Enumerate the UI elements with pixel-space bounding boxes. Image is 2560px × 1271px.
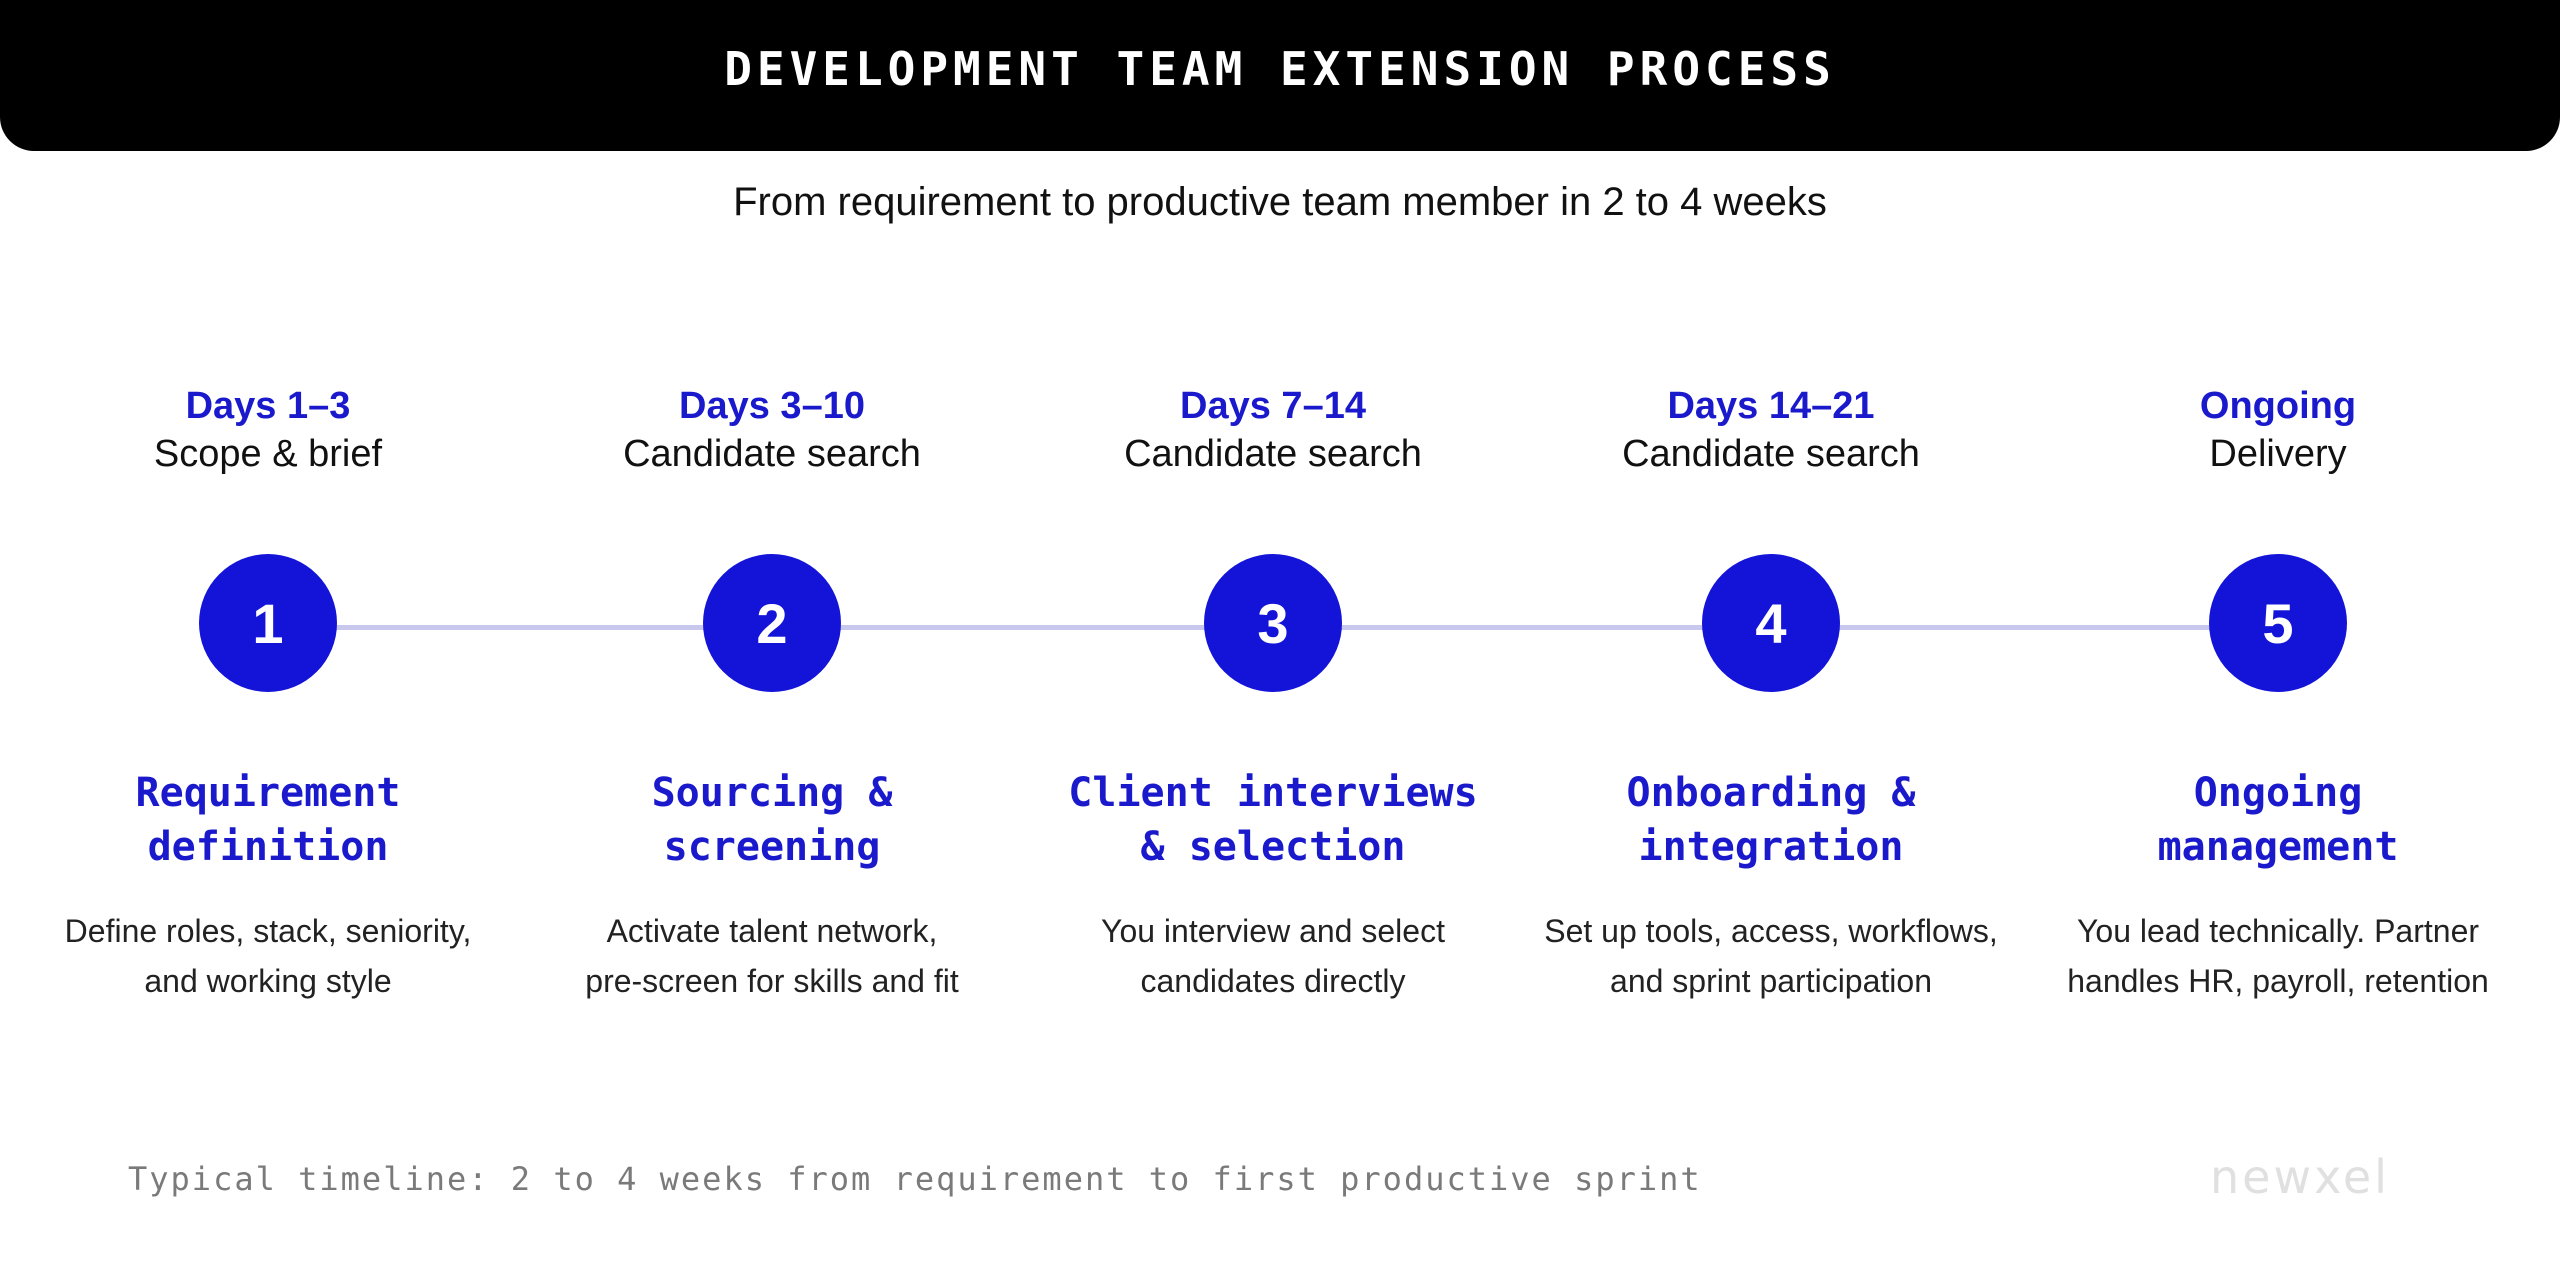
step-days: Days 14–21 [1667,385,1875,427]
step-description: Define roles, stack, seniority, and work… [64,913,472,999]
step-title: Client interviews & selection [1068,770,1478,870]
step-phase: Scope & brief [153,433,383,475]
timeline-footnote: Typical timeline: 2 to 4 weeks from requ… [128,1160,1702,1198]
step-title: Onboarding & integration [1626,770,1916,870]
step-number-badge: 3 [1204,554,1342,692]
step-title: Ongoing management [2157,770,2399,870]
step-days: Ongoing [2199,385,2357,427]
step-title: Requirement definition [135,770,401,870]
step-number-badge: 5 [2209,554,2347,692]
step-days: Days 3–10 [679,385,865,427]
page-title: DEVELOPMENT TEAM EXTENSION PROCESS [724,42,1836,96]
brand-logo: newxel [2210,1150,2390,1204]
header-banner: DEVELOPMENT TEAM EXTENSION PROCESS [0,0,2560,151]
step-number-badge: 4 [1702,554,1840,692]
step-phase: Candidate search [1124,433,1422,475]
step-number-badge: 1 [199,554,337,692]
step-description: You lead technically. Partner handles HR… [2067,913,2489,999]
page-subtitle: From requirement to productive team memb… [733,180,1827,224]
step-description: Set up tools, access, workflows, and spr… [1544,913,1998,999]
step-phase: Candidate search [623,433,921,475]
step-description: You interview and select candidates dire… [1101,913,1445,999]
step-description: Activate talent network, pre-screen for … [585,913,959,999]
step-phase: Candidate search [1622,433,1920,475]
step-days: Days 7–14 [1180,385,1366,427]
step-number-badge: 2 [703,554,841,692]
step-phase: Delivery [2209,433,2347,475]
step-title: Sourcing & screening [651,770,893,870]
step-days: Days 1–3 [185,385,351,427]
